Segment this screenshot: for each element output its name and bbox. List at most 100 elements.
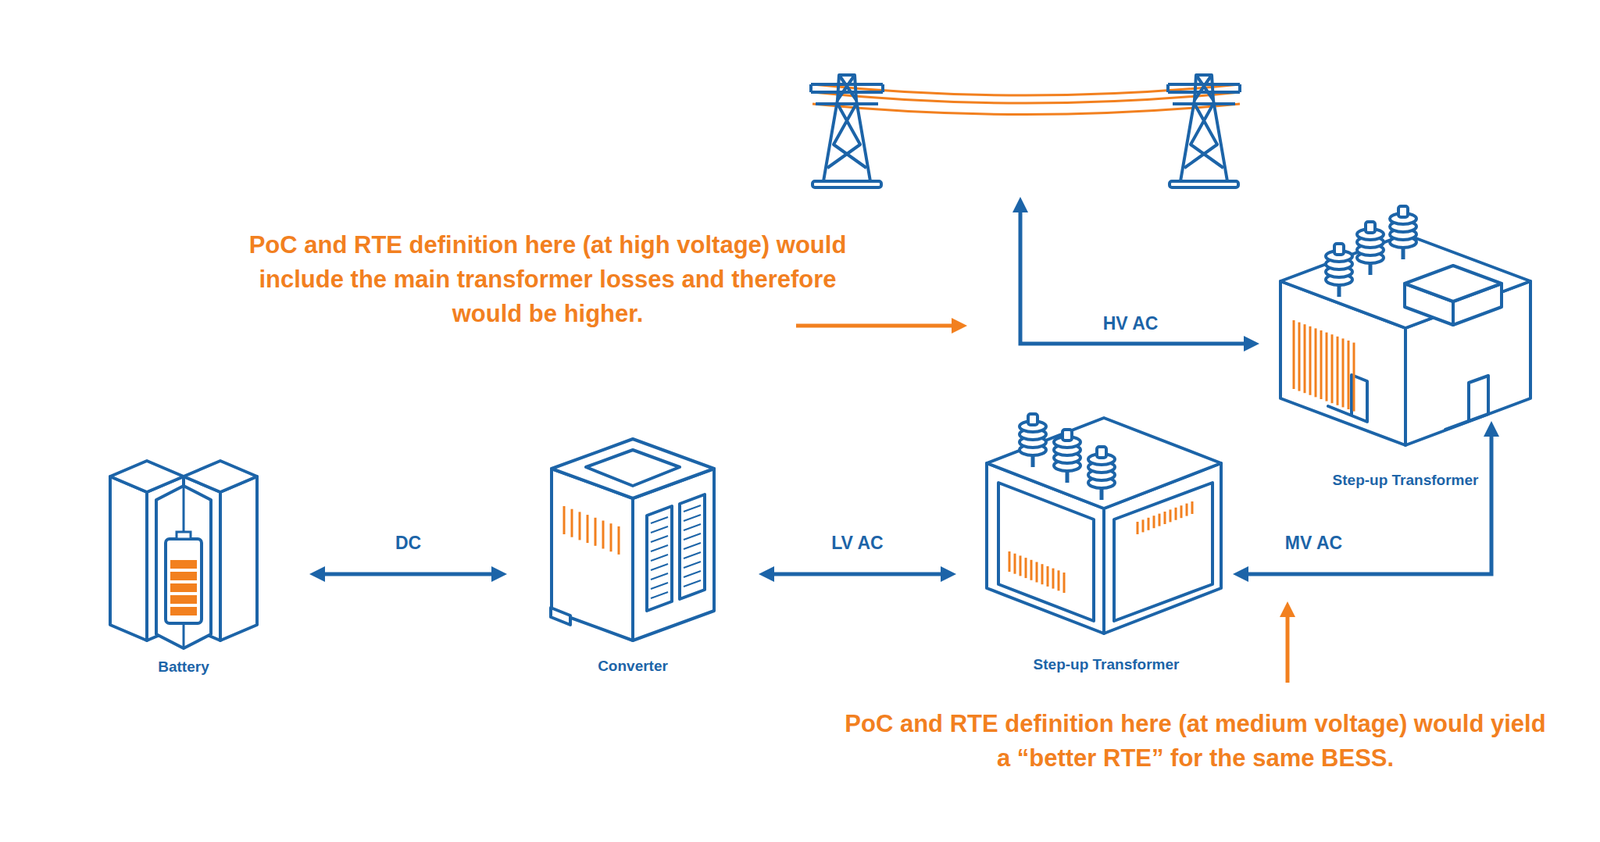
vent-slot — [683, 514, 701, 522]
fin-stripe — [1025, 557, 1028, 579]
fin-stripe — [1019, 555, 1022, 576]
converter-foot — [550, 607, 571, 625]
fin-stripe — [1353, 342, 1356, 412]
vent-slot — [650, 592, 668, 599]
vent-slot — [683, 571, 701, 578]
fin-stripe — [1153, 515, 1156, 529]
battery-cell-left — [110, 476, 147, 641]
fin-stripe — [1185, 503, 1189, 517]
battery-icon — [165, 539, 202, 624]
fin-stripe — [1347, 340, 1350, 410]
transformer-tank-top — [1280, 234, 1531, 329]
fin-stripe — [1169, 509, 1172, 522]
battery-cell-top — [183, 460, 258, 493]
fin-stripe — [1320, 330, 1323, 400]
radiator-box-top — [1404, 265, 1502, 302]
component-label: Step-up Transformer — [1280, 471, 1531, 490]
battery-front — [156, 485, 211, 649]
power-wire — [812, 92, 1240, 104]
converter-panel — [585, 450, 680, 486]
component: Step-up Transformer — [1280, 214, 1531, 490]
fin-stripe — [1158, 514, 1161, 527]
vent-slot — [650, 526, 668, 533]
charge-bar — [170, 595, 197, 604]
callout-note: PoC and RTE definition here (at medium v… — [843, 707, 1547, 776]
fin-stripe — [1052, 568, 1055, 590]
vent-slot — [683, 580, 701, 587]
vent-slot — [650, 582, 668, 590]
bushing — [1325, 243, 1353, 297]
fin-stripe — [563, 506, 566, 535]
pylon — [1167, 75, 1240, 188]
converter-vent — [646, 506, 672, 611]
vent-slot — [683, 505, 701, 512]
vent-slot — [683, 524, 701, 531]
vent-slot — [683, 561, 701, 568]
fin-stripe — [1191, 501, 1194, 515]
battery-illustration — [110, 460, 258, 649]
fin-stripe — [617, 526, 621, 555]
transmission-line — [810, 75, 1240, 188]
fin-stripe — [1325, 332, 1329, 402]
converter-illustration — [550, 439, 715, 641]
fin-stripe — [1180, 505, 1183, 518]
transformer-panel — [1114, 482, 1213, 622]
vent-slot — [650, 564, 668, 571]
converter-vent — [679, 494, 705, 600]
edge-label: LV AC — [828, 532, 886, 554]
edge-label: DC — [392, 532, 425, 554]
component-label: Battery — [110, 658, 258, 677]
callout-arrow — [1285, 606, 1290, 683]
vent-slot — [650, 535, 668, 543]
fin-stripe — [1057, 570, 1061, 591]
charge-bar — [170, 560, 197, 569]
fin-stripe — [1041, 564, 1044, 585]
vent-slot — [650, 573, 668, 580]
charge-bar — [170, 607, 197, 616]
fin-stripe — [1342, 338, 1345, 408]
bushing — [1053, 429, 1081, 483]
battery-terminal — [176, 532, 191, 540]
component: Battery — [110, 459, 258, 677]
fin-stripe — [1063, 572, 1066, 593]
power-wire — [812, 103, 1240, 115]
vent-slot — [650, 554, 668, 561]
component-label: Step-up Transformer — [987, 656, 1225, 675]
fin-stripe — [1147, 517, 1150, 531]
hv-connector — [1020, 201, 1255, 344]
fin-stripe — [1035, 562, 1039, 583]
fin-stripe — [1136, 521, 1140, 535]
fin-stripe — [1046, 566, 1050, 587]
power-connector — [314, 572, 503, 577]
fin-stripe — [1309, 326, 1312, 396]
fin-stripe — [1008, 551, 1011, 572]
signal-label: HV AC — [1100, 313, 1162, 335]
power-connector — [1237, 425, 1492, 575]
charge-bar — [170, 583, 197, 593]
charge-bar — [170, 571, 197, 581]
callout-arrow — [796, 324, 963, 329]
converter-box-top — [551, 439, 715, 499]
hv-transformer-illustration — [1280, 206, 1531, 446]
vent-slot — [650, 545, 668, 552]
transformer-panel — [998, 482, 1094, 622]
transformer-leg — [1445, 375, 1489, 430]
fin-stripe — [578, 511, 582, 540]
vent-slot — [650, 517, 668, 524]
fin-stripe — [1292, 320, 1296, 390]
battery-cell-top — [110, 460, 184, 493]
fin-stripe — [1303, 324, 1307, 393]
vent-slot — [683, 552, 701, 559]
bushing — [1357, 221, 1384, 275]
bushing — [1019, 414, 1047, 468]
fin-stripe — [571, 509, 574, 538]
callout-note: PoC and RTE definition here (at high vol… — [235, 228, 861, 332]
fin-stripe — [602, 521, 605, 550]
fin-stripe — [586, 514, 590, 543]
fin-stripe — [594, 517, 597, 547]
fin-stripe — [1164, 511, 1167, 525]
fin-stripe — [1030, 560, 1033, 581]
edge-label: MV AC — [1282, 532, 1346, 554]
battery-cell-right — [220, 476, 258, 641]
